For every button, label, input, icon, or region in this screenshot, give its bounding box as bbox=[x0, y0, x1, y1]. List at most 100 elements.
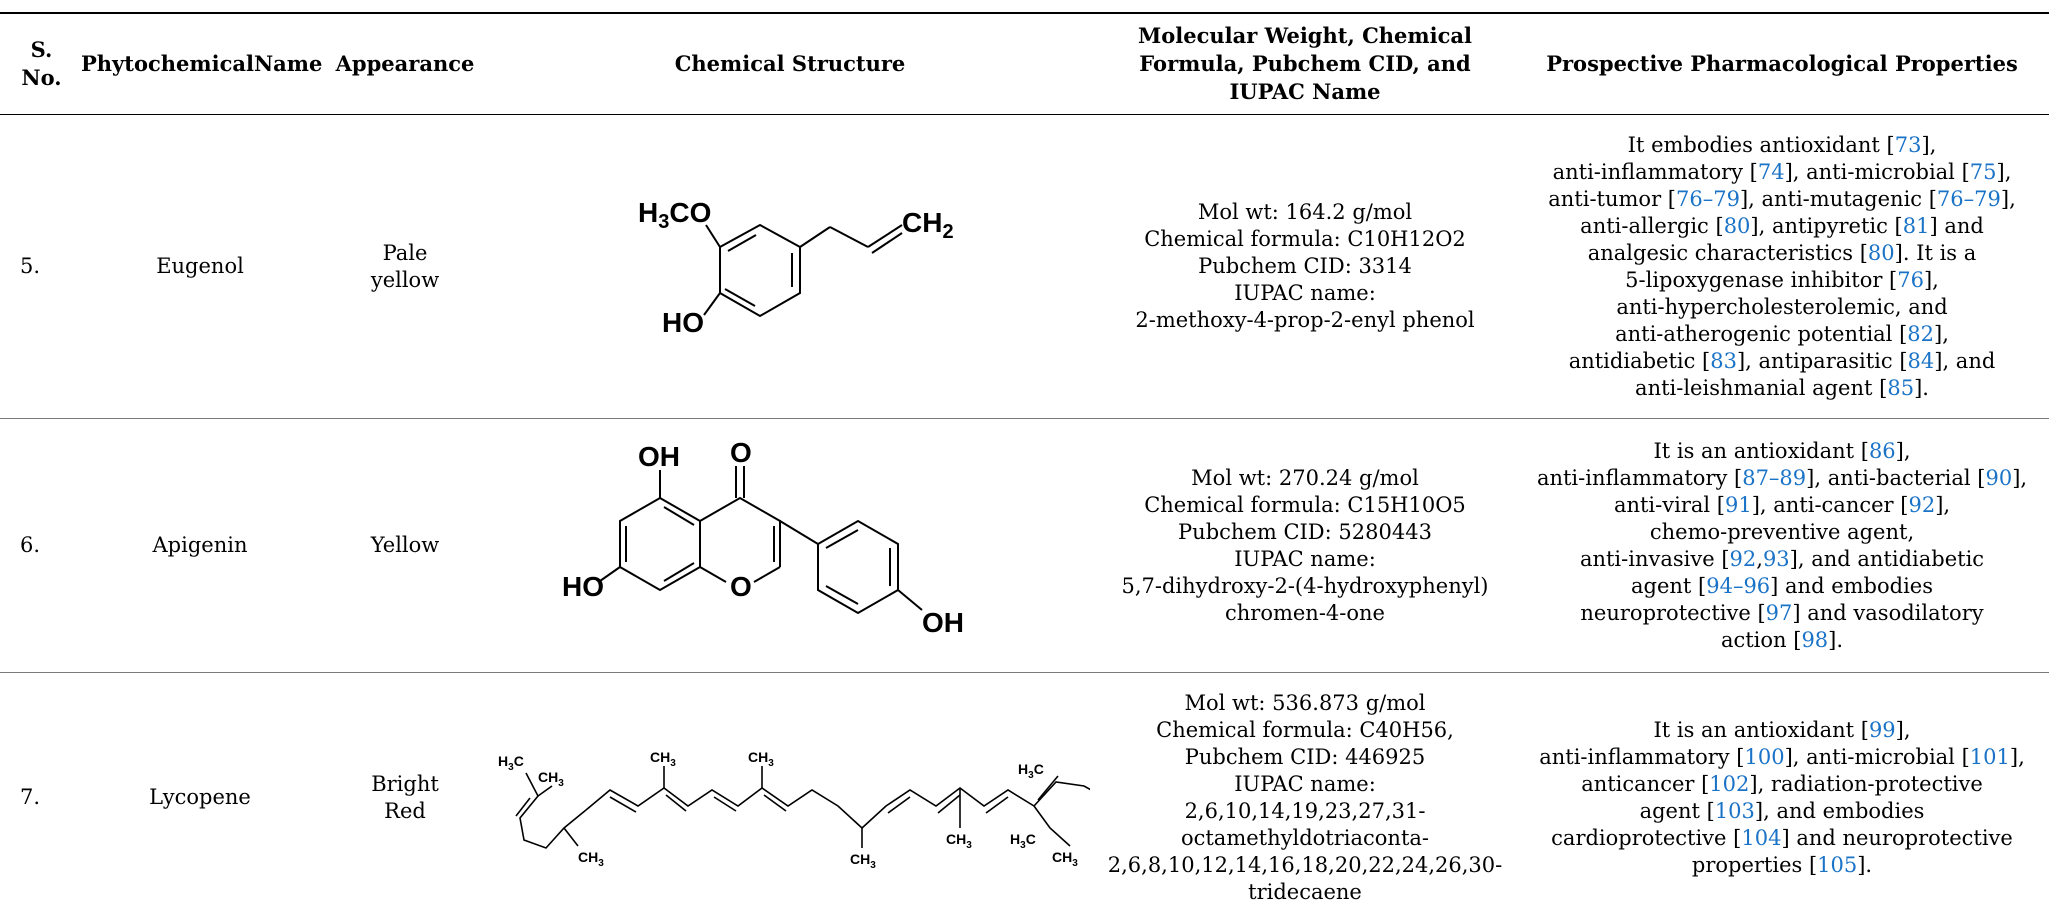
property-line: It embodies antioxidant [73], bbox=[1627, 132, 1937, 157]
reference-link[interactable]: 103 bbox=[1714, 798, 1755, 823]
appearance-line: Yellow bbox=[370, 533, 440, 557]
property-line: action [98]. bbox=[1720, 627, 1844, 652]
details-line: Mol wt: 536.873 g/mol bbox=[1184, 690, 1426, 715]
reference-link[interactable]: 76–79 bbox=[1675, 186, 1740, 211]
row-properties: It is an antioxidant [99],anti-inflammat… bbox=[1515, 673, 2049, 923]
lycopene-label-ch3-d: CH3 bbox=[748, 749, 774, 769]
reference-link[interactable]: 75 bbox=[1969, 159, 1997, 184]
details-line: Mol wt: 270.24 g/mol bbox=[1191, 465, 1419, 490]
header-structure: Chemical Structure bbox=[674, 51, 906, 76]
reference-link[interactable]: 104 bbox=[1741, 825, 1782, 850]
property-line: It is an antioxidant [99], bbox=[1653, 717, 1911, 742]
row-sno: 6. bbox=[20, 533, 41, 557]
property-line: anti-atherogenic potential [82], bbox=[1615, 321, 1949, 346]
reference-link[interactable]: 90 bbox=[1985, 465, 2013, 490]
reference-link[interactable]: 83 bbox=[1710, 348, 1737, 373]
details-line: 2,6,8,10,12,14,16,18,20,22,24,26,30- bbox=[1107, 852, 1503, 877]
reference-link[interactable]: 73 bbox=[1894, 132, 1922, 157]
reference-link[interactable]: 80 bbox=[1867, 240, 1895, 265]
row-sno: 5. bbox=[20, 254, 41, 278]
row-name: Apigenin bbox=[152, 533, 248, 557]
lycopene-label-h3c-g: H3C bbox=[1018, 761, 1044, 781]
row-structure: OH O HO O OH bbox=[485, 419, 1095, 673]
reference-link[interactable]: 92 bbox=[1729, 546, 1757, 571]
row-details: Mol wt: 536.873 g/mol Chemical formula: … bbox=[1095, 673, 1515, 923]
reference-link[interactable]: 81 bbox=[1902, 213, 1930, 238]
details-line: Chemical formula: C40H56, bbox=[1156, 717, 1454, 742]
property-line: anticancer [102], radiation-protective bbox=[1581, 771, 1983, 796]
details-line: Pubchem CID: 446925 bbox=[1184, 744, 1426, 769]
row-appearance: Bright Red bbox=[325, 673, 485, 923]
table-row-lycopene: 7. Lycopene Bright Red bbox=[0, 673, 2049, 923]
reference-link[interactable]: 74 bbox=[1757, 159, 1785, 184]
lycopene-label-h3c-left: H3C bbox=[498, 753, 524, 773]
property-line: antidiabetic [83], antiparasitic [84], a… bbox=[1568, 348, 1996, 373]
lycopene-label-ch3-a: CH3 bbox=[538, 769, 564, 789]
apigenin-label-ho: HO bbox=[562, 571, 604, 602]
property-line: agent [94–96] and embodies bbox=[1630, 573, 1933, 598]
property-line: anti-inflammatory [100], anti-microbial … bbox=[1539, 744, 2025, 769]
reference-link[interactable]: 92 bbox=[1908, 492, 1936, 517]
property-line: agent [103], and embodies bbox=[1639, 798, 1925, 823]
property-line: cardioprotective [104] and neuroprotecti… bbox=[1551, 825, 2013, 850]
reference-link[interactable]: 82 bbox=[1907, 321, 1935, 346]
reference-link[interactable]: 100 bbox=[1744, 744, 1785, 769]
details-line: Chemical formula: C15H10O5 bbox=[1144, 492, 1466, 517]
reference-link[interactable]: 93 bbox=[1762, 546, 1790, 571]
lycopene-structure-icon: H3C CH3 CH3 CH3 CH3 CH3 CH3 H3C H3C CH3 bbox=[498, 749, 1090, 871]
reference-link[interactable]: 76–79 bbox=[1936, 186, 2001, 211]
header-row: S. No. PhytochemicalName Appearance Chem… bbox=[0, 13, 2049, 115]
property-line: anti-invasive [92,93], and antidiabetic bbox=[1579, 546, 1985, 571]
reference-link[interactable]: 85 bbox=[1887, 375, 1915, 400]
reference-link[interactable]: 99 bbox=[1868, 717, 1896, 742]
property-line: 5-lipoxygenase inhibitor [76], bbox=[1625, 267, 1939, 292]
reference-link[interactable]: 86 bbox=[1868, 438, 1896, 463]
row-details: Mol wt: 270.24 g/mol Chemical formula: C… bbox=[1095, 419, 1515, 673]
details-line: IUPAC name: bbox=[1234, 771, 1376, 796]
details-line: Mol wt: 164.2 g/mol bbox=[1197, 200, 1413, 224]
lycopene-label-ch3-f: CH3 bbox=[946, 831, 972, 851]
row-properties: It embodies antioxidant [73],anti-inflam… bbox=[1515, 115, 2049, 419]
reference-link[interactable]: 94–96 bbox=[1706, 573, 1771, 598]
appearance-line: Red bbox=[384, 798, 426, 823]
apigenin-label-carbonyl-o: O bbox=[730, 437, 752, 468]
header-properties: Prospective Pharmacological Properties bbox=[1546, 51, 2018, 76]
row-name: Eugenol bbox=[156, 254, 244, 278]
phytochemical-table: S. No. PhytochemicalName Appearance Chem… bbox=[0, 12, 2049, 923]
reference-link[interactable]: 102 bbox=[1709, 771, 1750, 796]
header-details: Molecular Weight, Chemical Formula, Pubc… bbox=[1137, 23, 1472, 104]
lycopene-label-ch3-e: CH3 bbox=[850, 851, 876, 871]
property-line: anti-inflammatory [87–89], anti-bacteria… bbox=[1536, 465, 2028, 490]
property-line: anti-viral [91], anti-cancer [92], bbox=[1613, 492, 1951, 517]
row-structure: H3CO CH2 HO bbox=[485, 115, 1095, 419]
reference-link[interactable]: 97 bbox=[1765, 600, 1793, 625]
eugenol-label-och3: H3CO bbox=[638, 197, 711, 233]
details-line: IUPAC name: bbox=[1234, 546, 1376, 571]
eugenol-label-ch2: CH2 bbox=[902, 207, 954, 243]
reference-link[interactable]: 101 bbox=[1969, 744, 2010, 769]
reference-link[interactable]: 76 bbox=[1897, 267, 1924, 292]
row-details: Mol wt: 164.2 g/mol Chemical formula: C1… bbox=[1095, 115, 1515, 419]
details-line: 5,7-dihydroxy-2-(4-hydroxyphenyl) bbox=[1121, 573, 1489, 598]
eugenol-label-oh: HO bbox=[662, 307, 704, 338]
property-line: chemo-preventive agent, bbox=[1649, 519, 1915, 544]
lycopene-label-ch3-c: CH3 bbox=[650, 749, 676, 769]
row-sno: 7. bbox=[20, 785, 41, 810]
property-line: anti-tumor [76–79], anti-mutagenic [76–7… bbox=[1548, 186, 2016, 211]
table-row-eugenol: 5. Eugenol Pale yellow bbox=[0, 115, 2049, 419]
row-appearance: Yellow bbox=[325, 419, 485, 673]
reference-link[interactable]: 91 bbox=[1724, 492, 1752, 517]
details-line: Pubchem CID: 3314 bbox=[1198, 254, 1412, 278]
reference-link[interactable]: 84 bbox=[1907, 348, 1935, 373]
apigenin-label-oh-top: OH bbox=[638, 441, 680, 472]
row-properties: It is an antioxidant [86],anti-inflammat… bbox=[1515, 419, 2049, 673]
eugenol-structure-icon: H3CO CH2 HO bbox=[638, 197, 954, 338]
details-line: octamethyldotriaconta- bbox=[1180, 825, 1430, 850]
reference-link[interactable]: 105 bbox=[1817, 852, 1858, 877]
apigenin-structure-icon: OH O HO O OH bbox=[562, 437, 964, 638]
reference-link[interactable]: 87–89 bbox=[1742, 465, 1807, 490]
reference-link[interactable]: 98 bbox=[1801, 627, 1829, 652]
header-name: PhytochemicalName bbox=[81, 51, 323, 76]
lycopene-label-ch3-i: CH3 bbox=[1052, 849, 1078, 869]
reference-link[interactable]: 80 bbox=[1723, 213, 1751, 238]
